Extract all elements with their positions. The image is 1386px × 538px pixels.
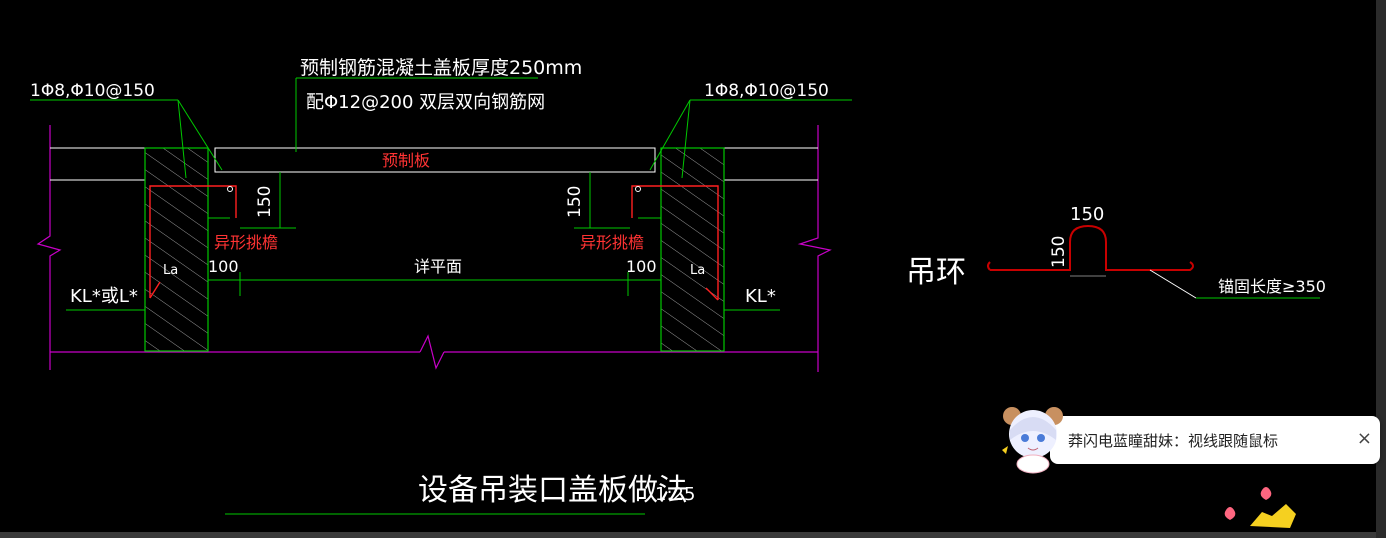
hook-title: 吊环 (906, 255, 966, 290)
beam-label-right: KL* (745, 286, 776, 307)
decorative-hearts (1224, 487, 1296, 528)
toast-message: 莽闪电蓝瞳甜妹：视线跟随鼠标 (1068, 432, 1279, 450)
rebar-label-left: 1Φ8,Φ10@150 (30, 81, 155, 101)
precast-slab-label: 预制板 (382, 151, 430, 170)
special-eave-label-left: 异形挑檐 (214, 233, 278, 252)
mascot-avatar-icon[interactable] (998, 400, 1068, 476)
drawing-scale: 1:25 (655, 484, 695, 505)
rebar-label-right: 1Φ8,Φ10@150 (704, 81, 829, 101)
leader-lines (30, 77, 852, 515)
notification-toast[interactable]: 莽闪电蓝瞳甜妹：视线跟随鼠标 × (1050, 416, 1380, 464)
drawing-title: 设备吊装口盖板做法 (418, 473, 688, 508)
note-rebar-mesh: 配Φ12@200 双层双向钢筋网 (306, 92, 545, 113)
special-eave-label-right: 异形挑檐 (580, 233, 644, 252)
precast-slab-rect (214, 147, 656, 173)
beam-label-left: KL*或L* (70, 286, 138, 307)
vertical-scrollbar[interactable] (1376, 0, 1386, 538)
dim-150-left: 150 (255, 186, 275, 218)
rebar-lines (149, 185, 719, 301)
hook-dim-side: 150 (1049, 236, 1069, 268)
close-icon[interactable]: × (1356, 428, 1372, 449)
hook-anchor-length: 锚固长度≥350 (1218, 277, 1326, 296)
right-wall (638, 147, 725, 352)
la-label-right: La (690, 263, 705, 278)
dim-100-right: 100 (626, 257, 657, 276)
horizontal-scrollbar[interactable] (0, 532, 1376, 538)
left-wall (144, 147, 230, 352)
dim-150-right: 150 (565, 186, 585, 218)
note-precast-thickness: 预制钢筋混凝土盖板厚度250mm (300, 57, 582, 79)
plan-reference-label: 详平面 (414, 257, 462, 276)
lifting-hook (987, 224, 1320, 299)
dim-100-left: 100 (208, 257, 239, 276)
la-label-left: La (163, 263, 178, 278)
structure-lines (50, 147, 818, 181)
section-outline (36, 125, 832, 372)
hook-dim-top: 150 (1070, 204, 1104, 225)
